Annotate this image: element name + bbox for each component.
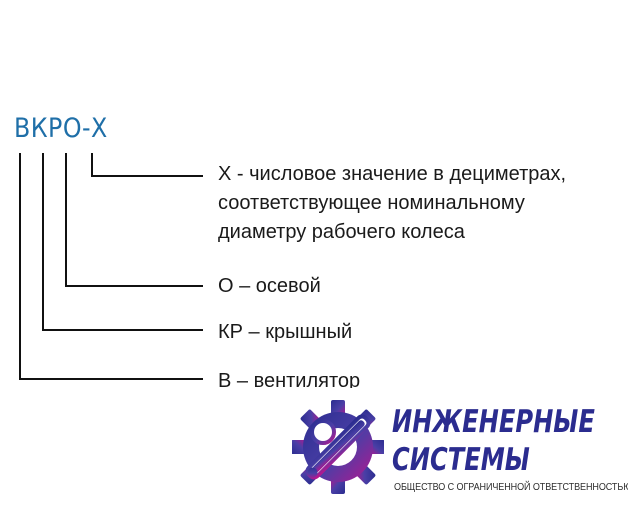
logo-line1: ИНЖЕНЕРНЫЕ: [392, 404, 595, 440]
description-x-line2: соответствующее номинальному: [218, 192, 525, 214]
leader-line-v: [19, 153, 203, 380]
description-v: В – вентилятор: [218, 370, 361, 392]
logo-subtitle: ОБЩЕСТВО С ОГРАНИЧЕННОЙ ОТВЕТСТВЕННОСТЬЮ: [394, 481, 628, 493]
leader-line-o: [65, 153, 203, 287]
description-x: Х - числовое значение в дециметрах, соот…: [218, 160, 566, 247]
logo-line2: СИСТЕМЫ: [392, 442, 530, 478]
description-kr: КР – крышный: [218, 321, 353, 343]
description-o: О – осевой: [218, 275, 321, 297]
gear-wrench-icon: [292, 400, 384, 494]
model-code: ВКРО-Х: [14, 113, 108, 144]
leader-line-x: [91, 153, 203, 177]
description-x-line3: диаметру рабочего колеса: [218, 221, 465, 243]
description-x-line1: Х - числовое значение в дециметрах,: [218, 163, 567, 185]
leader-line-kr: [42, 153, 203, 331]
